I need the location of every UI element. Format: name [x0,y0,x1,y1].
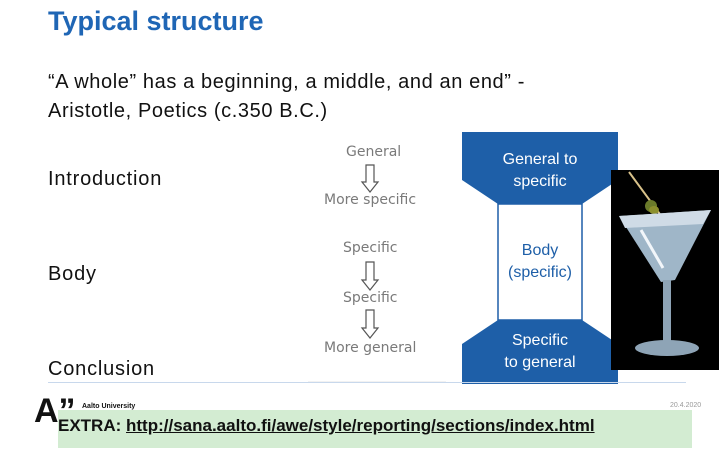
section-label-conclusion: Conclusion [48,358,155,381]
section-label-introduction: Introduction [48,168,162,191]
divider-line [48,382,686,383]
flow-arrows [300,130,460,382]
extra-label: EXTRA: [58,416,121,435]
shape-bottom-text: Specific to general [462,330,618,374]
down-arrow-icon [362,310,378,338]
aristotle-quote: “A whole” has a beginning, a middle, and… [48,68,525,126]
shape-top-text: General to specific [462,149,618,193]
extra-resource-box: EXTRA: http://sana.aalto.fi/awe/style/re… [58,410,692,448]
slide-date: 20.4.2020 [670,402,701,409]
down-arrow-icon [362,262,378,290]
shape-middle-text: Body (specific) [498,240,582,284]
martini-glass-image [611,170,719,370]
down-arrow-icon [362,165,378,192]
section-label-body: Body [48,263,97,286]
page-title: Typical structure [48,6,264,37]
extra-link[interactable]: http://sana.aalto.fi/awe/style/reporting… [126,416,595,435]
university-name: Aalto University [82,403,135,410]
quote-line-1: “A whole” has a beginning, a middle, and… [48,68,525,97]
quote-line-2: Aristotle, Poetics (c.350 B.C.) [48,97,525,126]
